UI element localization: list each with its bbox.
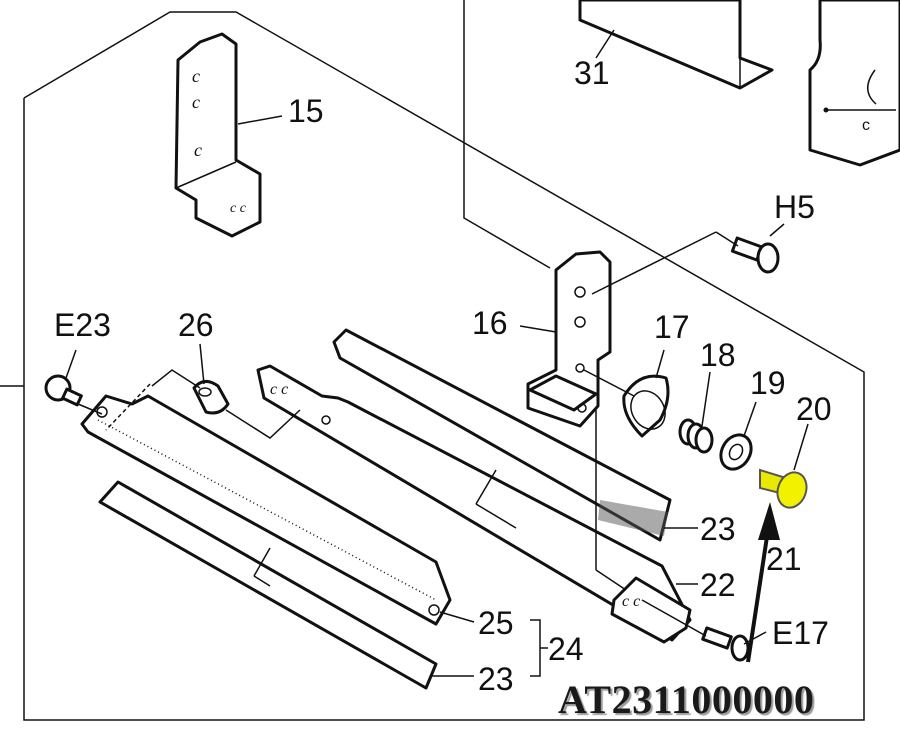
label-E17: E17 xyxy=(772,615,829,651)
label-16: 16 xyxy=(472,305,508,341)
label-19: 19 xyxy=(750,365,786,401)
part-21: c c xyxy=(610,576,692,644)
part-17 xyxy=(622,374,670,438)
part-E23-screw xyxy=(44,374,83,407)
label-31: 31 xyxy=(574,55,610,91)
svg-text:c: c xyxy=(862,117,870,134)
svg-text:c: c xyxy=(192,66,200,86)
part-right-bracket: c xyxy=(808,0,900,167)
part-26 xyxy=(192,380,230,415)
pointer-arrow xyxy=(746,502,780,663)
part-18 xyxy=(678,418,714,454)
part-H5-screw xyxy=(730,236,780,274)
label-22: 22 xyxy=(700,567,736,603)
label-21: 21 xyxy=(766,541,802,577)
label-18: 18 xyxy=(700,337,736,373)
label-25: 25 xyxy=(478,605,514,641)
part-15: c c c c c xyxy=(174,32,262,238)
assembly-lines xyxy=(77,231,739,637)
label-15: 15 xyxy=(288,93,324,129)
part-31 xyxy=(578,0,774,90)
part-23-upper-strip xyxy=(332,328,672,542)
part-20-highlighted-screw xyxy=(759,468,808,509)
label-23-upper: 23 xyxy=(700,511,736,547)
label-E23: E23 xyxy=(54,307,111,343)
label-20: 20 xyxy=(796,391,832,427)
part-16 xyxy=(526,250,612,428)
svg-text:c: c xyxy=(192,92,200,112)
diagram-border xyxy=(0,0,865,721)
leader-lines xyxy=(65,29,896,677)
part-E17-screw xyxy=(701,626,750,662)
svg-text:c c: c c xyxy=(270,381,288,398)
label-H5: H5 xyxy=(774,189,815,225)
part-19 xyxy=(719,433,753,471)
label-23-lower: 23 xyxy=(478,661,514,697)
svg-text:c c: c c xyxy=(622,593,640,610)
label-24: 24 xyxy=(548,631,584,667)
label-17: 17 xyxy=(654,309,690,345)
part-22: c c xyxy=(256,364,692,642)
part-labels: 31 15 H5 16 17 18 19 20 E23 26 23 21 22 … xyxy=(54,55,832,697)
svg-text:c: c xyxy=(194,140,202,160)
svg-text:c c: c c xyxy=(230,201,247,216)
part-code-stamp: AT2311000000 xyxy=(558,677,815,722)
part-25 xyxy=(80,394,452,626)
label-26: 26 xyxy=(178,307,214,343)
